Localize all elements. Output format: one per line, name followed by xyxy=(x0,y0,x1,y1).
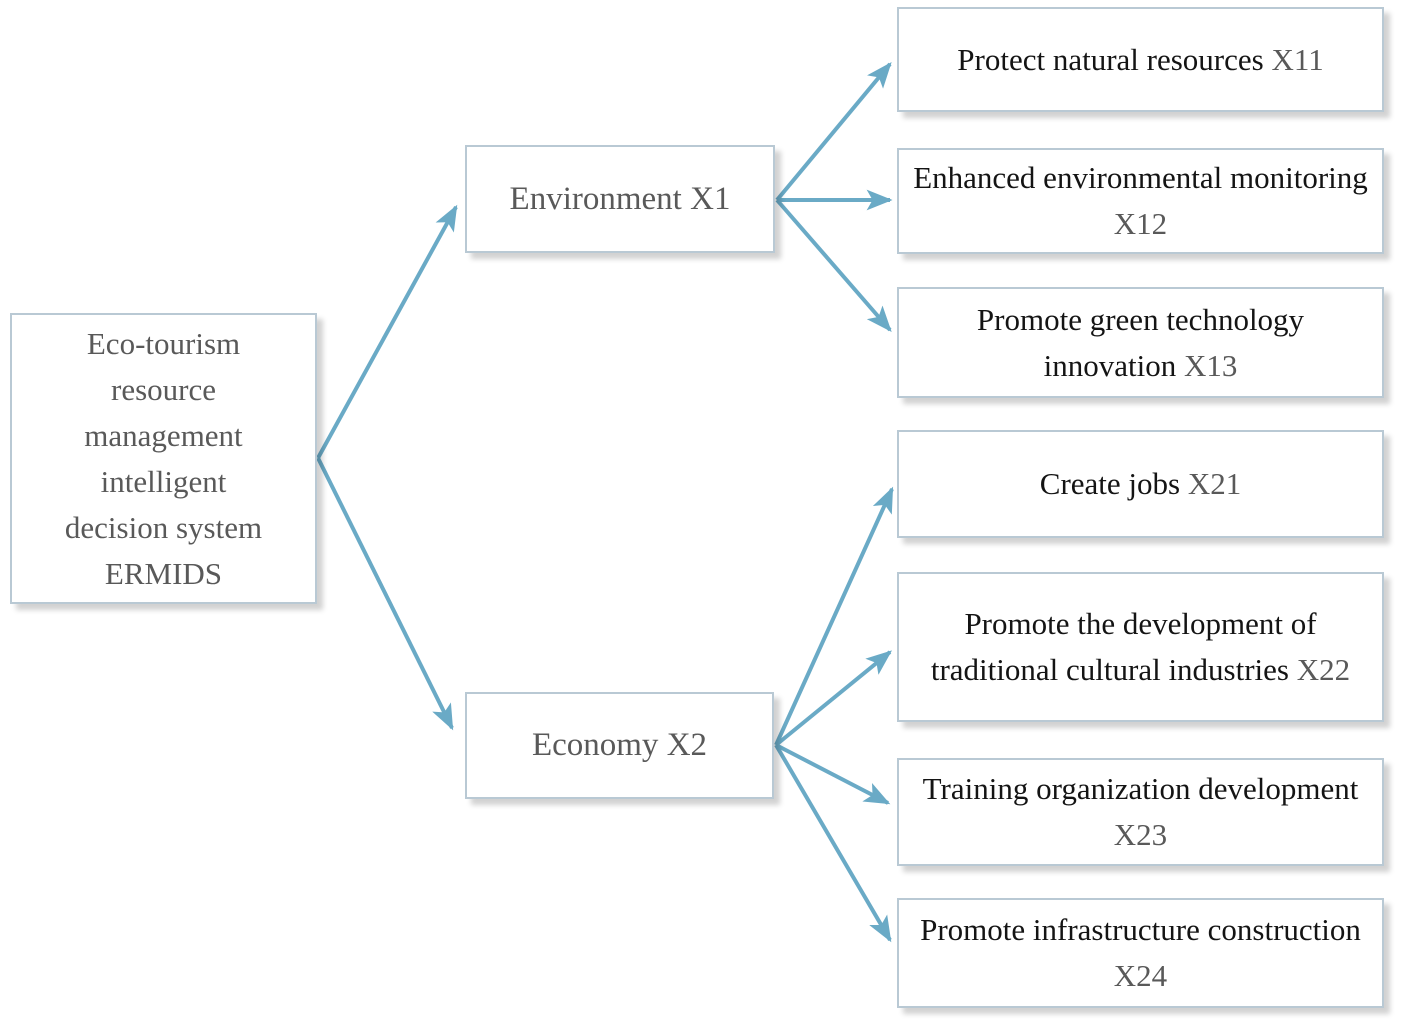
arrow-environment-to-x13 xyxy=(775,198,892,332)
leaf-box-x21: Create jobs X21 xyxy=(897,430,1384,538)
root-line-5: decision system xyxy=(64,509,263,545)
leaf-x21-label: Create jobs xyxy=(1039,466,1181,501)
leaf-box-x24: Promote infrastructure construction X24 xyxy=(897,898,1384,1008)
leaf-x12-code: X12 xyxy=(1113,206,1168,241)
arrow-root-to-environment xyxy=(316,204,458,459)
environment-label: Environment xyxy=(509,180,682,217)
arrow-economy-to-x21 xyxy=(774,486,894,746)
leaf-x24-label: Promote infrastructure construction xyxy=(920,912,1361,947)
leaf-x21-code: X21 xyxy=(1187,466,1242,501)
leaf-box-x13: Promote green technology innovation X13 xyxy=(897,287,1384,398)
root-line-1: Eco-tourism xyxy=(86,325,241,361)
leaf-x22-label: Promote the development of traditional c… xyxy=(930,606,1317,687)
leaf-x22-code: X22 xyxy=(1296,652,1351,687)
root-line-4: intelligent xyxy=(100,463,227,499)
root-line-6: ERMIDS xyxy=(104,555,223,591)
arrow-environment-to-x11 xyxy=(775,62,892,202)
leaf-x13-code: X13 xyxy=(1183,347,1238,383)
arrow-economy-to-x23 xyxy=(775,743,891,805)
leaf-box-x23: Training organization development X23 xyxy=(897,758,1384,866)
economy-label: Economy xyxy=(531,727,659,763)
leaf-box-x12: Enhanced environmental monitoring X12 xyxy=(897,148,1384,254)
arrow-economy-to-x22 xyxy=(774,650,893,747)
leaf-x24-code: X24 xyxy=(1113,958,1168,993)
arrow-root-to-economy xyxy=(316,457,454,731)
root-line-2: resource xyxy=(111,371,216,407)
arrow-economy-to-x24 xyxy=(774,743,892,943)
root-line-3: management xyxy=(84,417,243,453)
leaf-box-x22: Promote the development of traditional c… xyxy=(897,572,1384,722)
leaf-x11-code: X11 xyxy=(1271,41,1324,77)
leaf-x12-label: Enhanced environmental monitoring xyxy=(913,160,1368,195)
leaf-x13-label: Promote green technology innovation xyxy=(976,301,1305,383)
environment-x1-box: Environment X1 xyxy=(465,145,775,253)
leaf-box-x11: Protect natural resources X11 xyxy=(897,7,1384,112)
leaf-x23-label: Training organization development xyxy=(922,771,1359,806)
economy-x2-box: Economy X2 xyxy=(465,692,774,799)
leaf-x11-label: Protect natural resources xyxy=(957,41,1264,77)
root-box-ermids: Eco-tourism resource management intellig… xyxy=(10,313,317,604)
environment-code: X1 xyxy=(690,180,731,217)
leaf-x23-code: X23 xyxy=(1113,817,1168,852)
economy-code: X2 xyxy=(666,727,708,763)
